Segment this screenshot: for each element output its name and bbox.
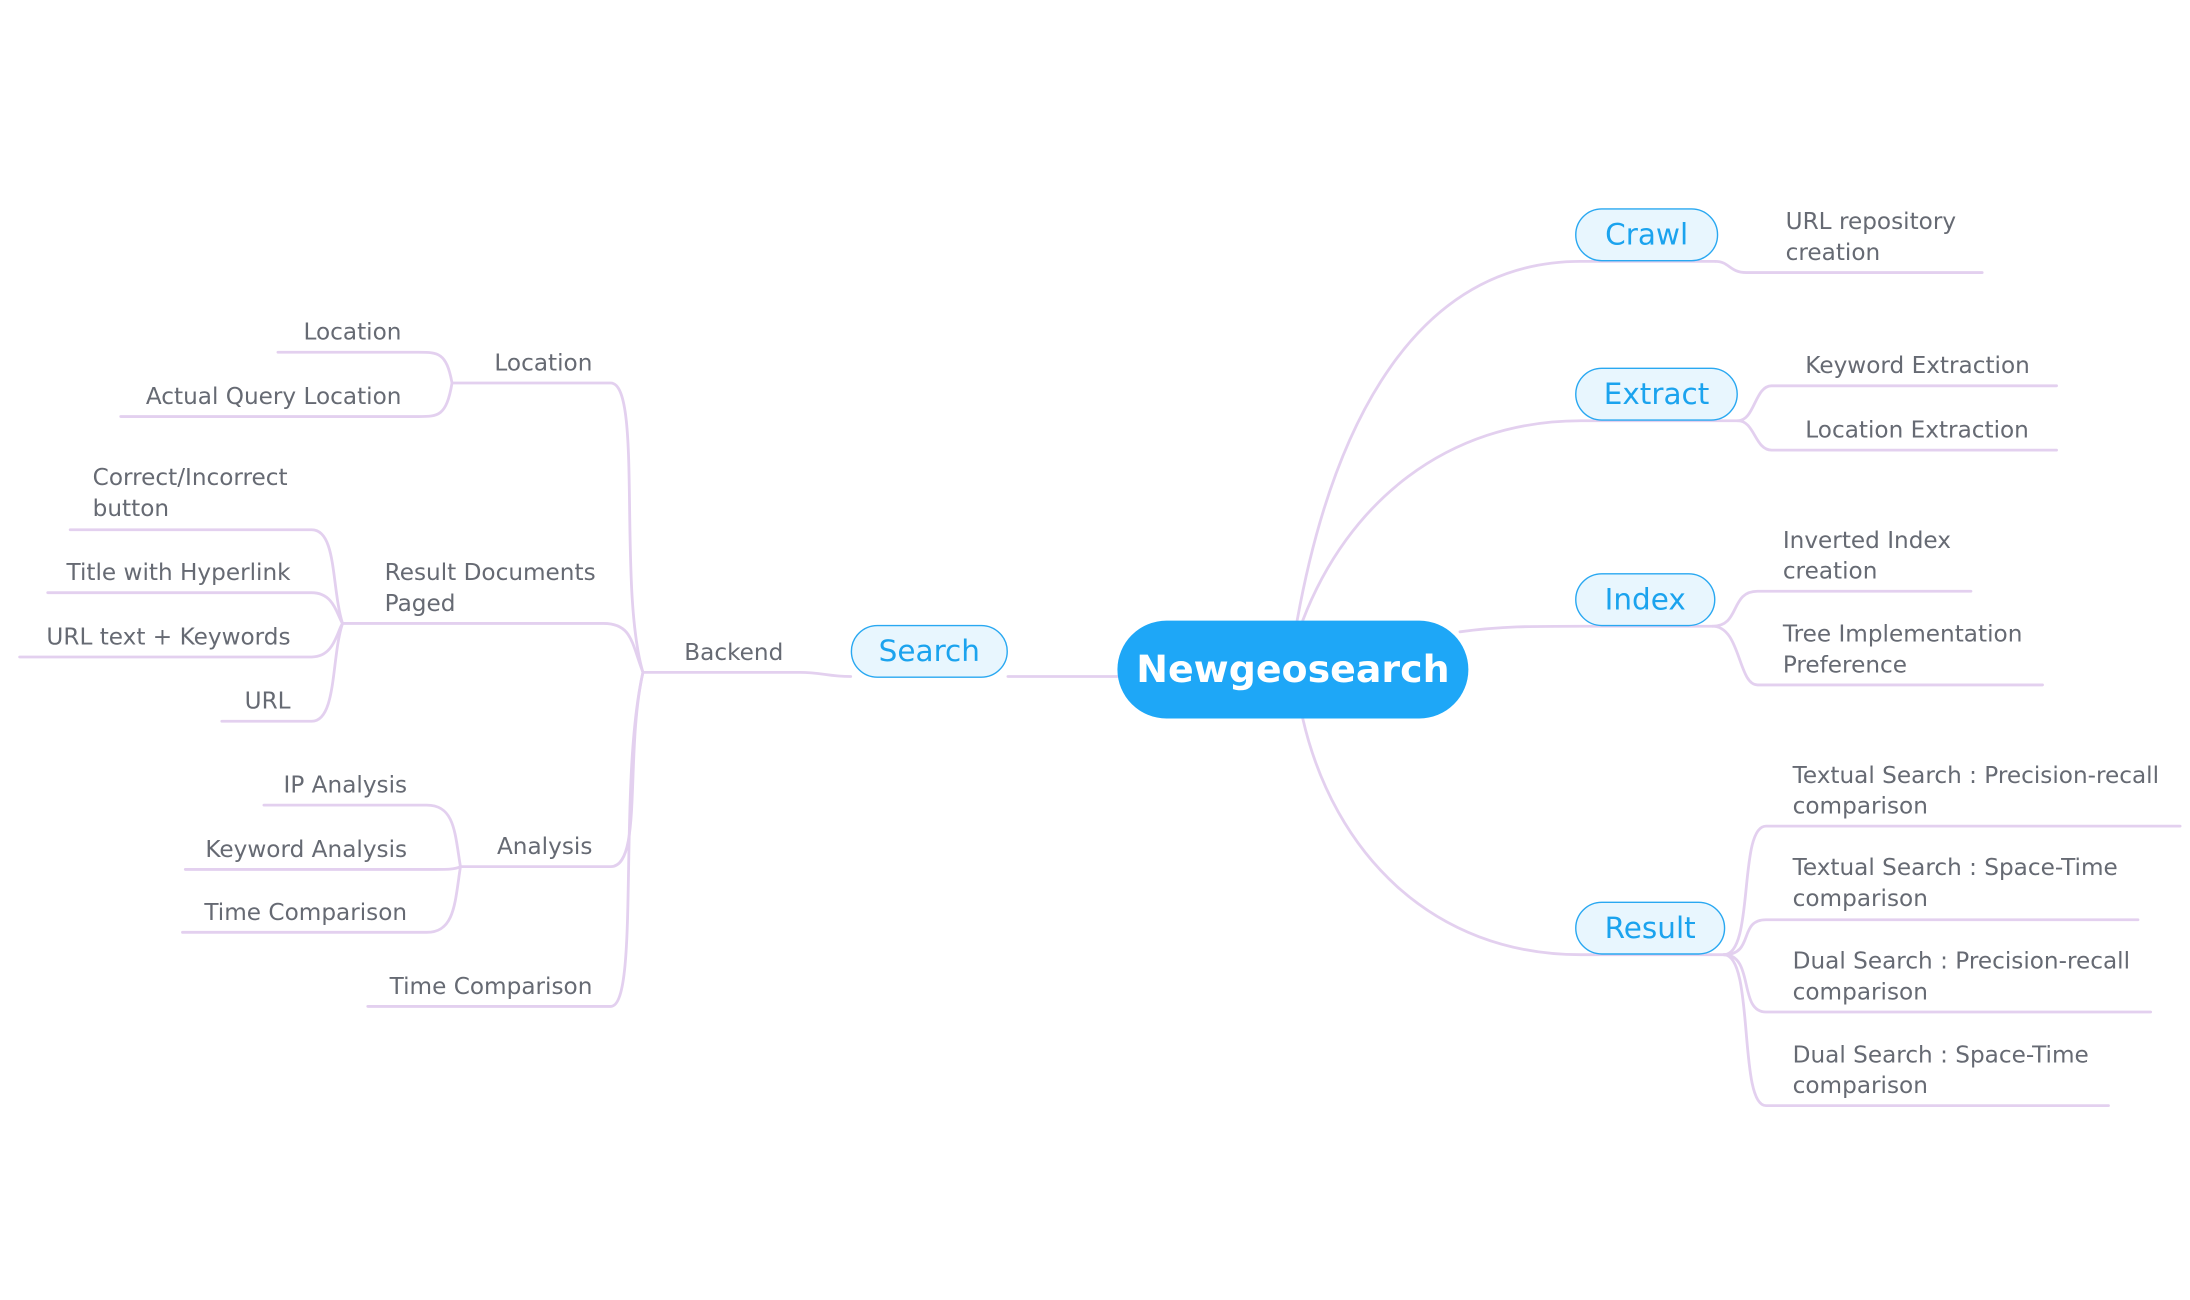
link-result-docs-child-1 bbox=[46, 591, 344, 625]
link-result-docs-child-0 bbox=[68, 528, 344, 625]
central-topic[interactable]: Newgeosearch bbox=[1117, 620, 1469, 719]
link-index-child-1 bbox=[1711, 624, 2044, 687]
link-extract bbox=[1301, 419, 1740, 623]
link-backend bbox=[641, 670, 853, 678]
result-child-textual-precision[interactable]: Textual Search : Precision-recall compar… bbox=[1792, 761, 2160, 820]
crawl-child-url-repository[interactable]: URL repository creation bbox=[1785, 208, 1957, 266]
link-extract-child-0 bbox=[1736, 384, 2058, 423]
link-result-child-2 bbox=[1722, 953, 2153, 1014]
topic-crawl[interactable]: Crawl bbox=[1575, 208, 1719, 262]
location-child-location[interactable]: Location bbox=[303, 318, 402, 346]
topic-index[interactable]: Index bbox=[1575, 573, 1716, 627]
link-crawl-child bbox=[1714, 259, 1984, 274]
link-result-child-1 bbox=[1722, 918, 2140, 957]
analysis-child-keyword[interactable]: Keyword Analysis bbox=[205, 835, 408, 863]
link-crawl bbox=[1295, 259, 1717, 623]
link-result bbox=[1301, 717, 1726, 957]
result-child-dual-precision[interactable]: Dual Search : Precision-recall compariso… bbox=[1792, 947, 2131, 1006]
result-child-dual-space[interactable]: Dual Search : Space-Time comparison bbox=[1792, 1041, 2089, 1099]
location-child-actual-query[interactable]: Actual Query Location bbox=[145, 382, 402, 410]
link-analysis-child-0 bbox=[262, 803, 462, 869]
link-result-docs bbox=[341, 622, 645, 674]
result-docs-child-url-keywords[interactable]: URL text + Keywords bbox=[46, 623, 291, 650]
link-time-comparison bbox=[366, 670, 645, 1008]
backend-label[interactable]: Backend bbox=[684, 638, 784, 666]
time-comparison-label[interactable]: Time Comparison bbox=[389, 972, 593, 1000]
link-result-docs-child-3 bbox=[220, 622, 344, 723]
topic-extract[interactable]: Extract bbox=[1575, 367, 1738, 421]
location-group-label[interactable]: Location bbox=[494, 349, 593, 377]
link-result-child-3 bbox=[1722, 953, 2110, 1108]
index-child-inverted[interactable]: Inverted Index creation bbox=[1782, 526, 1951, 585]
result-documents-label[interactable]: Result Documents Paged bbox=[384, 559, 596, 617]
analysis-child-ip[interactable]: IP Analysis bbox=[283, 771, 408, 799]
result-child-textual-space[interactable]: Textual Search : Space-Time comparison bbox=[1792, 854, 2118, 912]
topic-search[interactable]: Search bbox=[850, 624, 1008, 678]
topic-result[interactable]: Result bbox=[1575, 901, 1726, 955]
result-docs-child-correct-button[interactable]: Correct/Incorrect button bbox=[92, 464, 288, 522]
link-location bbox=[450, 381, 645, 674]
link-location-child-1 bbox=[119, 381, 454, 418]
result-docs-child-url[interactable]: URL bbox=[244, 687, 291, 715]
link-analysis-child-2 bbox=[181, 865, 462, 934]
link-analysis-child-1 bbox=[183, 865, 462, 871]
result-docs-child-title-hyperlink[interactable]: Title with Hyperlink bbox=[66, 559, 291, 586]
link-index bbox=[1458, 624, 1715, 634]
link-extract-child-1 bbox=[1736, 419, 2058, 452]
analysis-group-label[interactable]: Analysis bbox=[496, 833, 593, 860]
extract-child-location[interactable]: Location Extraction bbox=[1805, 416, 2029, 444]
link-index-child-0 bbox=[1711, 589, 1973, 628]
analysis-child-time[interactable]: Time Comparison bbox=[204, 898, 408, 926]
link-location-child-0 bbox=[276, 350, 454, 385]
link-result-child-0 bbox=[1722, 824, 2182, 957]
index-child-tree[interactable]: Tree Implementation Preference bbox=[1782, 620, 2023, 678]
extract-child-keyword[interactable]: Keyword Extraction bbox=[1805, 352, 2030, 379]
